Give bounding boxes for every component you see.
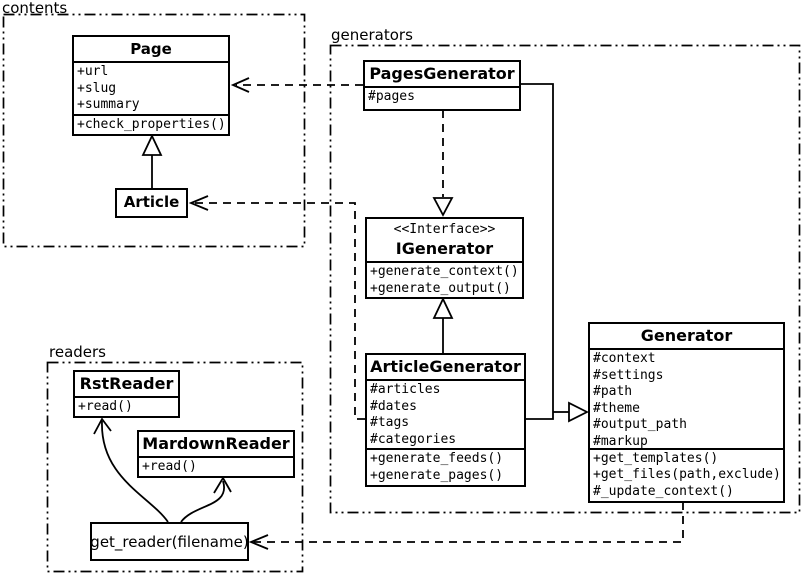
relation-getreader-calls-rstreader <box>93 417 169 523</box>
class-title-article: Article <box>123 193 180 211</box>
class-box-page: Page +url +slug +summary +check_properti… <box>72 35 230 136</box>
class-title-igenerator: <<Interface>> IGenerator <box>367 219 522 263</box>
method: +generate_context() <box>370 264 519 279</box>
class-attributes-articlegenerator: #articles #dates #tags #categories <box>367 381 524 448</box>
class-box-mardownreader: MardownReader +read() <box>137 430 295 478</box>
class-attributes-generator: #context #settings #path #theme #output_… <box>590 350 783 448</box>
dependency-arrow-icon <box>230 77 250 93</box>
relation-articlegenerator-extends-igenerator <box>432 296 454 353</box>
relation-article-extends-page <box>141 133 163 188</box>
attribute: #pages <box>368 89 415 104</box>
class-box-rstreader: RstReader +read() <box>73 370 180 418</box>
method: +get_files(path,exclude) <box>593 467 781 482</box>
class-methods-articlegenerator: +generate_feeds() +generate_pages() <box>367 448 524 485</box>
method: +get_templates() <box>593 450 719 466</box>
call-arrow-icon <box>213 476 232 494</box>
class-methods-igenerator: +generate_context() +generate_output() <box>367 263 522 297</box>
class-attributes-pagesgenerator: #pages <box>365 88 519 109</box>
call-arrow-icon <box>93 417 112 435</box>
attribute: #categories <box>370 431 457 447</box>
class-title-mardownreader: MardownReader <box>139 432 293 458</box>
class-title-pagesgenerator: PagesGenerator <box>365 62 519 88</box>
class-methods-rstreader: +read() <box>75 398 178 416</box>
attribute: #context <box>593 351 656 366</box>
attribute: +slug <box>77 80 117 96</box>
method: +generate_feeds() <box>370 451 504 466</box>
method: +generate_pages() <box>370 467 504 483</box>
attribute: #settings <box>593 367 664 383</box>
attribute: #output_path <box>593 417 687 432</box>
realization-arrow-icon <box>432 197 454 217</box>
package-generators-border <box>329 44 801 514</box>
method: +check_properties() <box>77 116 226 132</box>
class-attributes-page: +url +slug +summary <box>74 63 228 114</box>
attribute: +summary <box>77 97 140 112</box>
package-readers-border <box>46 361 304 573</box>
relation-getreader-calls-mardownreader <box>180 476 232 523</box>
package-contents-label: contents <box>2 0 68 17</box>
relation-generator-uses-getreader <box>248 502 684 550</box>
inheritance-arrow-icon <box>568 401 590 423</box>
class-box-article: Article <box>115 188 188 218</box>
class-box-articlegenerator: ArticleGenerator #articles #dates #tags … <box>365 353 526 487</box>
relation-articlegenerator-uses-article <box>188 195 365 420</box>
inheritance-arrow-icon <box>432 296 454 319</box>
package-contents-border <box>2 13 306 248</box>
package-generators-label: generators <box>331 26 413 44</box>
method: +read() <box>78 399 133 414</box>
attribute: +url <box>77 64 109 79</box>
class-title-page: Page <box>74 37 228 63</box>
attribute: #markup <box>593 433 648 448</box>
method: +generate_output() <box>370 280 511 296</box>
dependency-arrow-icon <box>188 195 209 211</box>
class-box-generator: Generator #context #settings #path #them… <box>588 322 785 503</box>
relation-pagesgenerator-uses-page <box>230 77 363 93</box>
class-box-igenerator: <<Interface>> IGenerator +generate_conte… <box>365 217 524 299</box>
method: +read() <box>142 459 197 474</box>
dependency-arrow-icon <box>248 534 269 550</box>
class-title-generator: Generator <box>590 324 783 350</box>
relation-generators-extend-generator <box>520 83 590 423</box>
package-readers-label: readers <box>49 343 106 361</box>
class-stereotype-igenerator: <<Interface>> <box>393 222 496 237</box>
relation-pagesgenerator-realizes-igenerator <box>432 110 454 217</box>
attribute: #theme <box>593 400 640 416</box>
class-title-articlegenerator: ArticleGenerator <box>367 355 524 381</box>
class-methods-generator: +get_templates() +get_files(path,exclude… <box>590 447 783 502</box>
attribute: #articles <box>370 382 441 397</box>
class-title-rstreader: RstReader <box>75 372 178 398</box>
method: #_update_context() <box>593 483 734 499</box>
class-methods-mardownreader: +read() <box>139 458 293 476</box>
inheritance-arrow-icon <box>141 133 163 156</box>
function-box-get-reader: get_reader(filename) <box>90 522 249 561</box>
class-methods-page: +check_properties() <box>74 113 228 135</box>
attribute: #tags <box>370 415 410 430</box>
attribute: #dates <box>370 398 417 414</box>
class-box-pagesgenerator: PagesGenerator #pages <box>363 60 521 111</box>
attribute: #path <box>593 384 633 399</box>
